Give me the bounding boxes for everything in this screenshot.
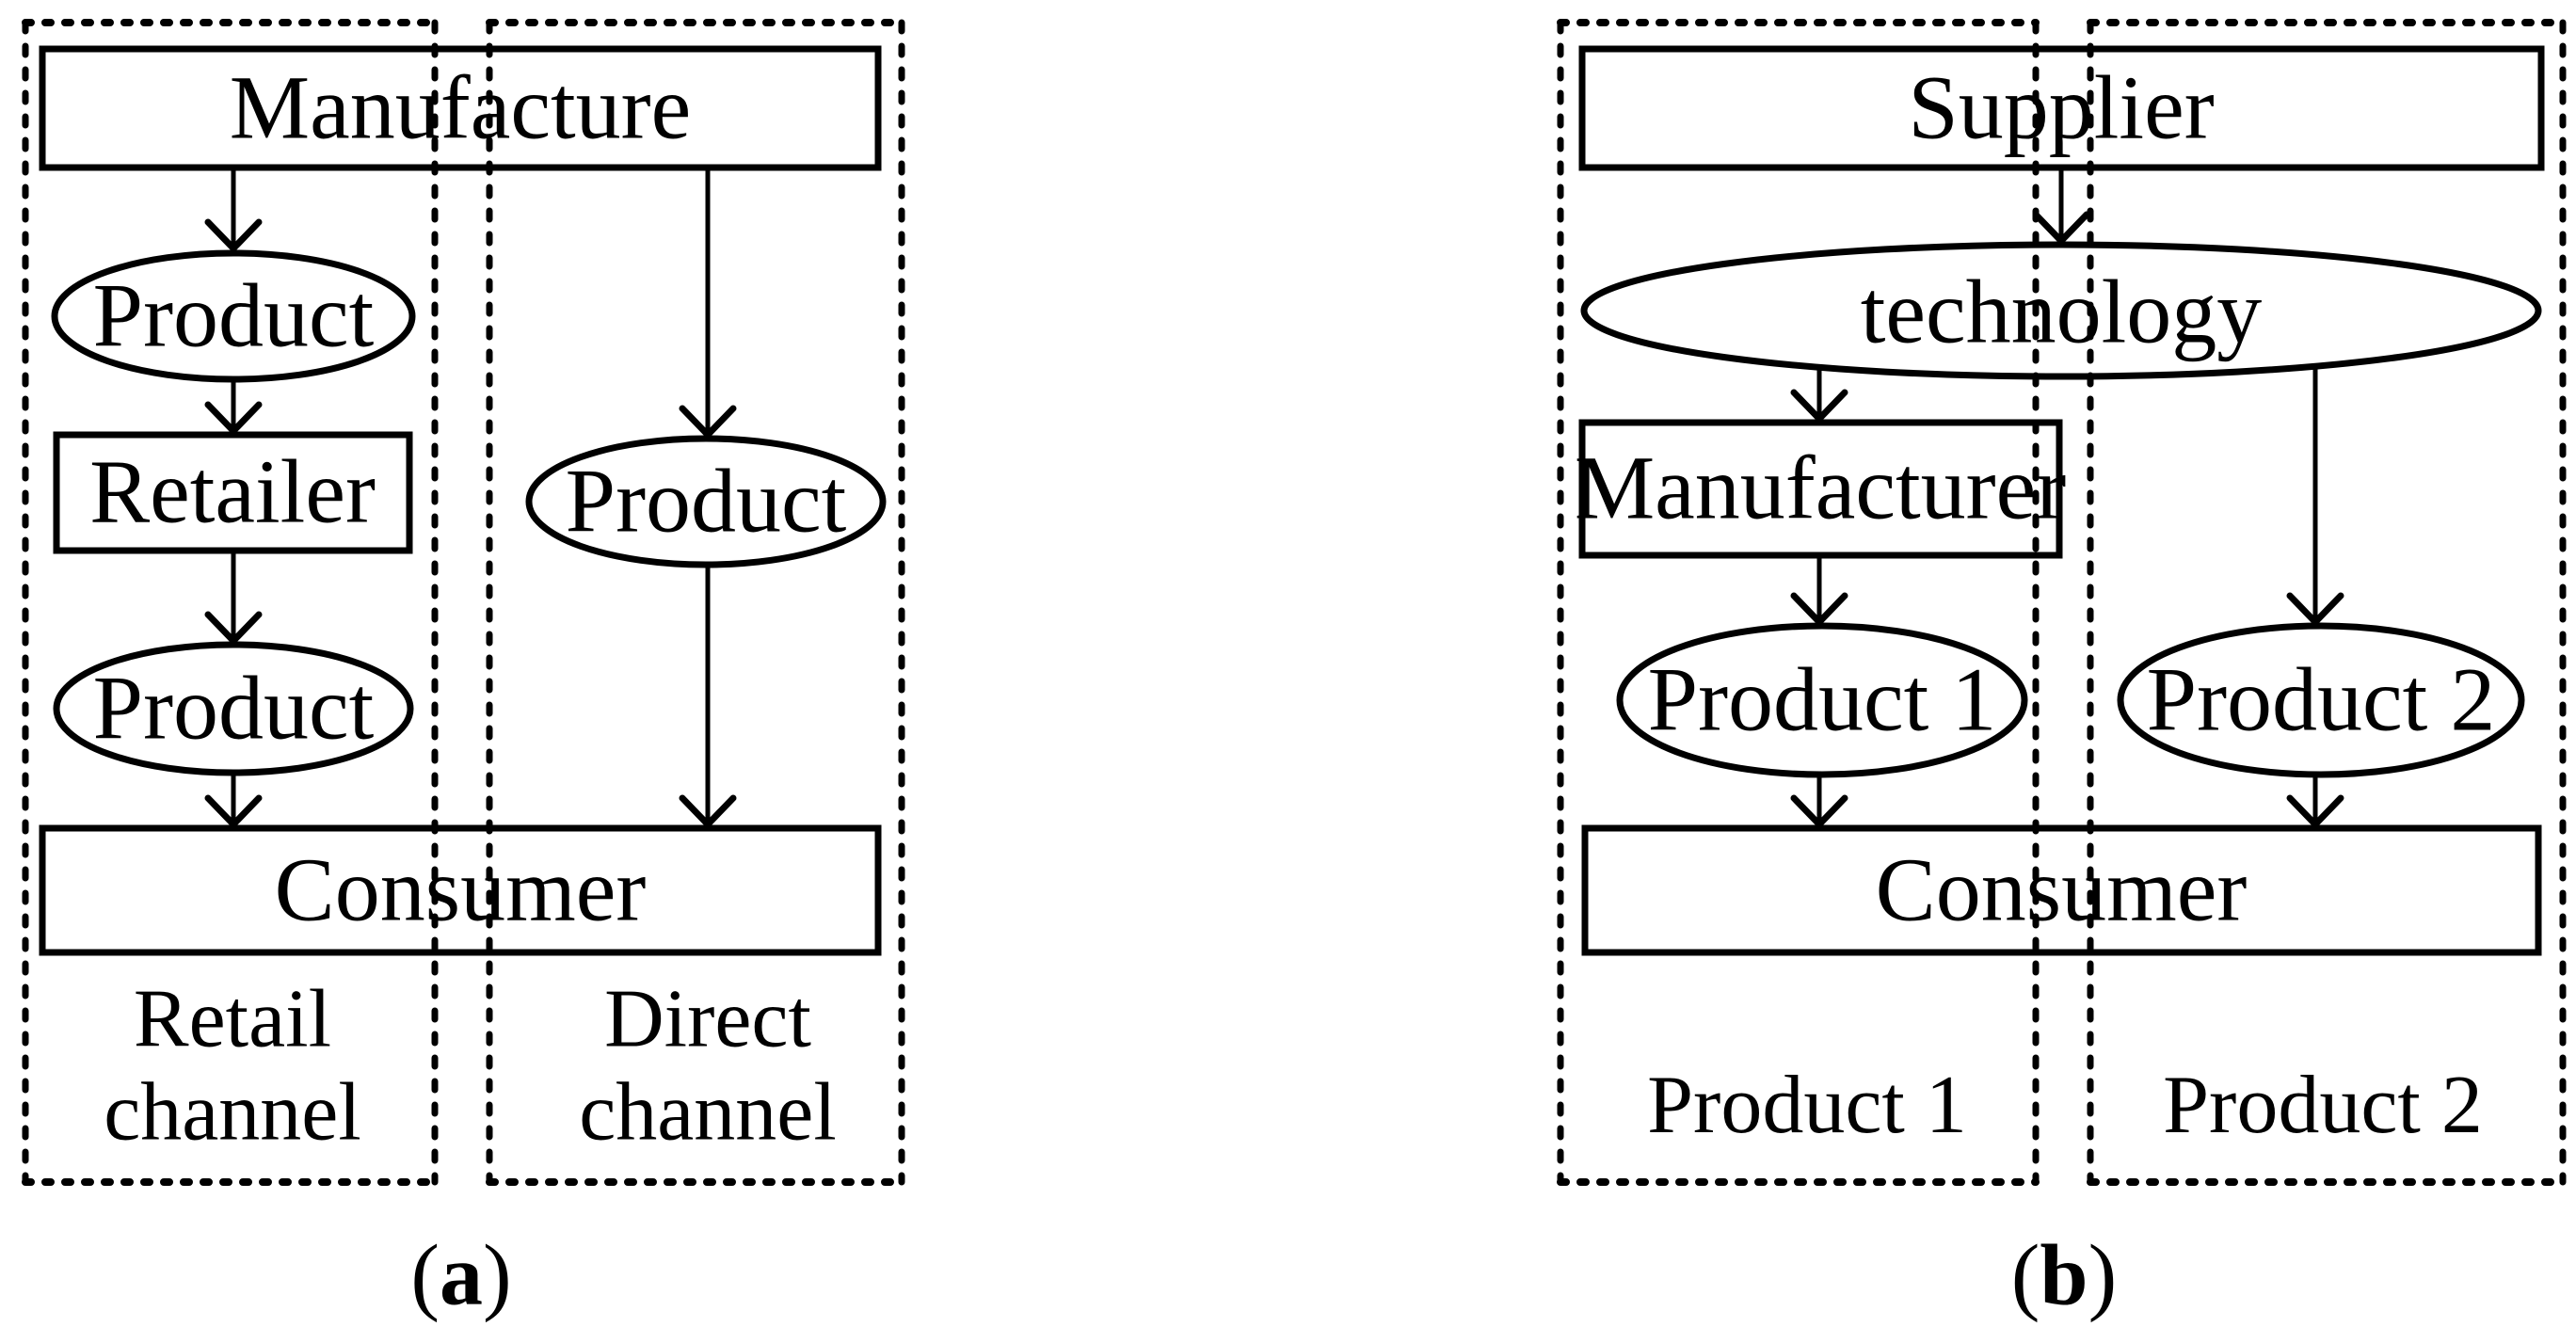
arrow-retailer-to-product xyxy=(204,551,263,645)
arrow-product1-to-consumer xyxy=(1790,775,1848,828)
manufacture-box xyxy=(39,45,882,171)
retail-channel-zone-label: Retail channel xyxy=(104,973,361,1159)
retailer-box xyxy=(53,431,413,554)
direct-channel-zone-border xyxy=(486,19,905,1186)
product1-ellipse xyxy=(1616,622,2028,778)
consumer-b-label: Consumer xyxy=(1875,839,2248,940)
arrow-product-to-consumer-direct xyxy=(679,565,737,828)
panel-b-caption-close: ) xyxy=(2088,1226,2118,1323)
arrow-manufacturer-to-product1 xyxy=(1790,555,1848,626)
consumer-a-box xyxy=(39,824,882,956)
supplier-label: Supplier xyxy=(1908,56,2215,158)
product2-ellipse xyxy=(2117,622,2525,778)
product1-ellipse-label: Product 1 xyxy=(1647,648,1997,750)
manufacture-label: Manufacture xyxy=(229,56,692,158)
arrow-manufacture-to-product-direct xyxy=(679,168,737,439)
arrow-supplier-to-technology xyxy=(2032,168,2090,245)
product1-zone-label: Product 1 xyxy=(1647,1059,1967,1151)
arrow-technology-to-manufacturer xyxy=(1790,367,1848,423)
panel-a-caption-letter: a xyxy=(440,1226,483,1323)
technology-ellipse xyxy=(1580,241,2542,380)
panel-a-caption-open: ( xyxy=(410,1226,440,1323)
direct-channel-line2: channel xyxy=(579,1066,837,1158)
product2-zone-label: Product 2 xyxy=(2163,1059,2483,1151)
manufacturer-label: Manufacturer xyxy=(1574,437,2067,538)
panel-b-shapes xyxy=(1578,45,2545,956)
product2-zone-border xyxy=(2087,19,2567,1186)
technology-label: technology xyxy=(1860,261,2263,362)
panel-b-caption-letter: b xyxy=(2040,1226,2088,1323)
arrow-technology-to-product2 xyxy=(2286,366,2344,626)
direct-channel-zone-label: Direct channel xyxy=(579,973,837,1159)
direct-channel-line1: Direct xyxy=(604,973,811,1065)
product-direct-label: Product xyxy=(565,450,847,552)
panel-a-caption-close: ) xyxy=(483,1226,512,1323)
consumer-b-box xyxy=(1581,824,2542,956)
panel-a-caption: (a) xyxy=(410,1226,512,1323)
retail-channel-zone-border xyxy=(22,19,439,1186)
product2-ellipse-label: Product 2 xyxy=(2146,648,2496,750)
arrow-product-to-consumer-retail xyxy=(204,773,263,828)
panel-b-caption-open: ( xyxy=(2010,1226,2040,1323)
retail-channel-line1: Retail xyxy=(133,973,332,1065)
panel-a-shapes xyxy=(39,45,887,956)
arrow-product2-to-consumer xyxy=(2286,775,2344,828)
retailer-label: Retailer xyxy=(89,440,376,542)
product-retail-top-label: Product xyxy=(92,264,375,366)
consumer-a-label: Consumer xyxy=(274,839,647,940)
retail-channel-line2: channel xyxy=(104,1066,361,1158)
arrow-product-to-retailer xyxy=(204,379,263,435)
panel-b-caption: (b) xyxy=(2010,1226,2118,1323)
arrow-manufacture-to-product xyxy=(204,168,263,252)
product-retail-bottom-label: Product xyxy=(92,657,375,759)
